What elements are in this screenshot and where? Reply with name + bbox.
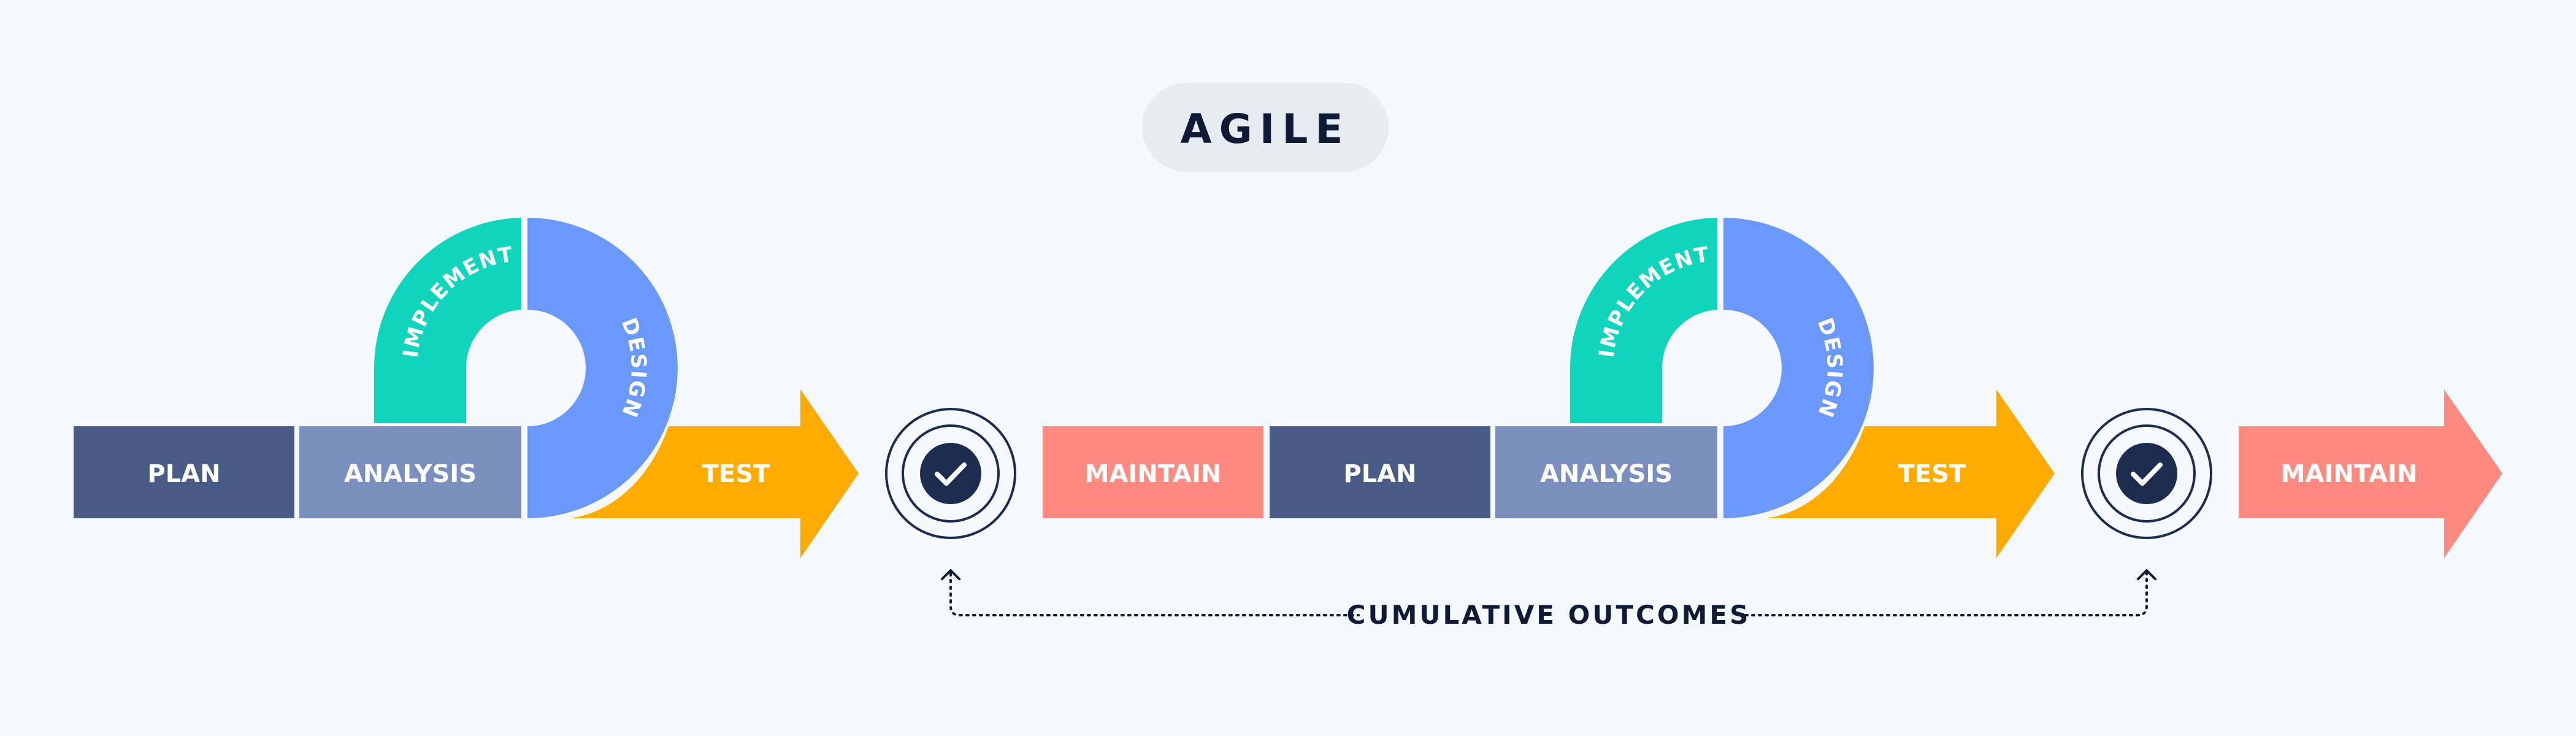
analysis-block [1495,426,1717,518]
analysis-label: ANALYSIS [1540,460,1673,488]
checkpoint-core [2116,443,2177,504]
agile-title-badge: AGILE [1142,83,1389,172]
cumulative-outcomes-label: CUMULATIVE OUTCOMES [1347,600,1751,630]
outcome-connector-left [949,572,1360,616]
plan-block [1270,426,1490,518]
test-label: TEST [1898,460,1966,488]
plan-label: PLAN [147,460,220,488]
analysis-label: ANALYSIS [344,460,477,488]
checkpoint-outer-ring [2081,408,2212,539]
up-arrow-icon [941,569,960,580]
final-maintain-arrow: MAINTAIN [2239,389,2502,558]
agile-cycle-2: MAINTAIN PLAN ANALYSIS IMPLEMENT DESIGN … [1043,218,2055,558]
outcome-checkpoint-2 [2081,408,2212,539]
checkpoint-middle-ring [902,424,1000,523]
page-title: AGILE [1181,105,1351,153]
up-arrow-icon [2137,569,2156,580]
checkpoint-middle-ring [2098,424,2196,523]
outcome-checkpoint-1 [885,408,1016,539]
title-pill-background [1142,83,1389,172]
maintain-label: MAINTAIN [1085,460,1222,488]
outcome-connector-right [1738,572,2148,616]
plan-block [74,426,294,518]
test-label: TEST [702,460,770,488]
cumulative-outcomes-connector: CUMULATIVE OUTCOMES [941,569,2156,630]
maintain-label: MAINTAIN [2281,460,2418,488]
checkpoint-core [920,443,981,504]
analysis-block [299,426,521,518]
plan-label: PLAN [1343,460,1416,488]
agile-cycle-1: PLAN ANALYSIS IMPLEMENT DESIGN TEST [74,218,859,558]
checkpoint-outer-ring [885,408,1016,539]
maintain-block [1043,426,1263,518]
